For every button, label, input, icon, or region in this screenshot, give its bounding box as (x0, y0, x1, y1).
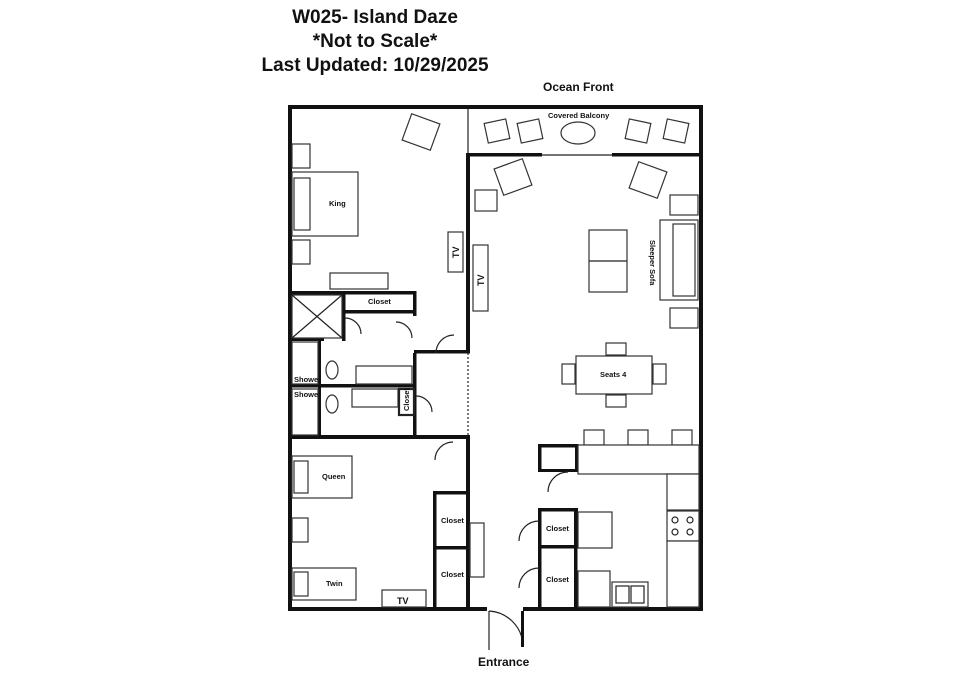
outer-walls (288, 105, 703, 611)
entry-door-leaf (521, 611, 524, 647)
nightstand-icon (291, 143, 311, 169)
dining-chair-icon (561, 363, 576, 385)
living-furniture (472, 157, 699, 329)
shower-icon (291, 388, 319, 436)
ocean-front-label: Ocean Front (543, 80, 614, 94)
pillows-icon (293, 460, 309, 494)
tv-console-icon (472, 244, 489, 312)
door-swing-icon (547, 471, 569, 493)
dining-table-icon (575, 355, 653, 395)
dining-chair-icon (605, 342, 627, 356)
balcony-chair-icon (483, 118, 511, 144)
door-swing-icon (415, 395, 433, 413)
accent-chair-icon (493, 157, 533, 197)
door-swing-icon (518, 520, 540, 542)
door-swing-icon (395, 321, 413, 339)
king-room-furniture (291, 112, 464, 290)
balcony-label: Covered Balcony (548, 111, 610, 120)
dining-chair-icon (652, 363, 667, 385)
tv-stand-icon (381, 589, 427, 608)
dresser-icon (329, 272, 389, 290)
hall-closet-box (397, 387, 416, 417)
balcony-chair-icon (516, 118, 544, 144)
queen-label: Queen (322, 472, 346, 481)
tv-stand-icon (447, 231, 464, 273)
pantry-icon (577, 570, 611, 608)
nightstand-icon (291, 517, 309, 543)
kitchen-closet-2-label: Closet (546, 575, 569, 584)
hall-shelf-icon (469, 522, 485, 578)
bar-stool-icon (583, 429, 605, 446)
shower-2-label: Shower (294, 390, 321, 399)
bath-fixtures (291, 294, 455, 436)
door-swing-icon (434, 441, 454, 461)
sofa-cushion-icon (672, 223, 696, 297)
pillows-icon (293, 177, 311, 231)
guest-closet-2-label: Closet (441, 570, 464, 579)
end-table-icon (669, 307, 699, 329)
living-tv-label: TV (476, 274, 486, 286)
king-label: King (329, 199, 346, 208)
entry-door-icon (488, 610, 524, 650)
bath-closet-label: Closet (368, 297, 391, 306)
vanity-icon (355, 365, 413, 385)
counter-icon (666, 540, 700, 608)
title-block: W025- Island Daze *Not to Scale* Last Up… (230, 6, 520, 78)
hall-closet-label: Closet (402, 388, 411, 411)
pillows-icon (293, 571, 309, 597)
vanity-icon (351, 388, 399, 408)
toilet-icon (325, 360, 339, 380)
entrance-label: Entrance (478, 655, 530, 669)
shower-1-label: Shower (294, 375, 321, 384)
balcony-chair-icon (624, 118, 652, 144)
shower-icon (291, 341, 319, 385)
bar-stool-icon (627, 429, 649, 446)
stove-icon (666, 510, 700, 542)
dining-chair-icon (605, 394, 627, 408)
end-table-icon (474, 189, 498, 212)
kitchen-fixtures (518, 429, 700, 608)
balcony-chair-icon (662, 118, 690, 144)
plan-title: W025- Island Daze (292, 7, 458, 28)
balcony-furniture (483, 118, 690, 145)
king-tv-label: TV (451, 246, 461, 258)
last-updated: Last Updated: 10/29/2025 (261, 55, 489, 76)
door-swing-icon (344, 317, 362, 335)
bar-stool-icon (671, 429, 693, 446)
kitchen-island-icon (577, 444, 700, 475)
balcony-table-icon (560, 121, 596, 145)
guest-tv-label: TV (397, 596, 409, 606)
accent-chair-icon (401, 112, 441, 152)
dining-label: Seats 4 (600, 370, 627, 379)
guest-room-furniture (291, 441, 524, 650)
refrigerator-icon (577, 511, 613, 549)
kitchen-closet-1-label: Closet (546, 524, 569, 533)
nightstand-icon (291, 239, 311, 265)
scale-note: *Not to Scale* (312, 31, 438, 52)
door-swing-icon (518, 567, 540, 589)
dining-furniture (561, 342, 667, 408)
door-swing-icon (435, 334, 455, 354)
toilet-icon (325, 394, 339, 414)
twin-label: Twin (326, 579, 343, 588)
end-table-icon (669, 194, 699, 216)
sleeper-sofa-label: Sleeper Sofa (648, 240, 657, 286)
counter-icon (666, 473, 700, 511)
guest-closet-1-label: Closet (441, 516, 464, 525)
accent-chair-icon (628, 160, 668, 200)
